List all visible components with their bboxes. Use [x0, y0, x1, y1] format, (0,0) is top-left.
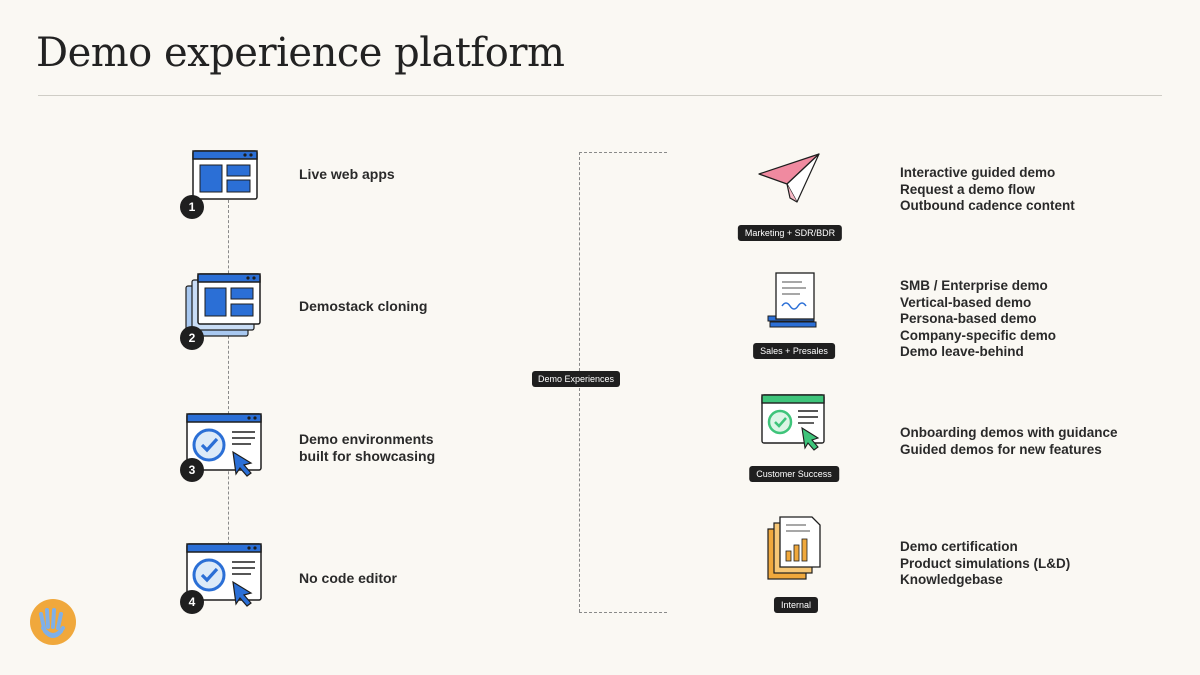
use-case-item: Demo certification [900, 539, 1018, 554]
step-number: 4 [180, 590, 204, 614]
team-badge: Customer Success [749, 466, 839, 482]
bracket-top [579, 152, 667, 153]
step-label: Live web apps [299, 166, 395, 182]
use-case-item: Demo leave-behind [900, 344, 1024, 359]
team-use-cases: Demo certification Product simulations (… [900, 539, 1070, 589]
use-case-item: Outbound cadence content [900, 198, 1075, 213]
step-label: Demo environments built for showcasing [299, 431, 436, 464]
use-case-item: Vertical-based demo [900, 294, 1032, 310]
title-divider [38, 95, 1162, 96]
team-badge: Marketing + SDR/BDR [737, 225, 843, 241]
demo-experiences-hub: Demo Experiences [532, 371, 621, 387]
use-case-item: Company-specific demo [900, 327, 1057, 343]
step-label: Demostack cloning [299, 298, 428, 314]
use-case-item: Persona-based demo [900, 311, 1037, 326]
team-use-cases: Interactive guided demo Request a demo f… [900, 165, 1075, 215]
use-case-item: Knowledgebase [900, 572, 1003, 587]
document-stack-icon [767, 272, 817, 328]
use-case-item: Interactive guided demo [900, 165, 1056, 180]
use-case-item: Guided demos for new features [900, 441, 1102, 457]
step-label: No code editor [299, 570, 398, 586]
use-case-item: Request a demo flow [900, 181, 1036, 197]
check-window-cursor-icon [761, 394, 825, 451]
step-number: 2 [180, 326, 204, 350]
team-badge: Sales + Presales [753, 343, 835, 359]
paper-plane-icon [758, 153, 820, 203]
check-cursor-window-icon [186, 413, 262, 477]
steps-connector [228, 200, 229, 590]
team-use-cases: SMB / Enterprise demo Vertical-based dem… [900, 278, 1056, 361]
step-number: 1 [180, 195, 204, 219]
cloned-windows-icon [185, 273, 261, 337]
use-case-item: Product simulations (L&D) [900, 555, 1071, 571]
team-use-cases: Onboarding demos with guidance Guided de… [900, 425, 1118, 458]
browser-window-icon [192, 150, 258, 200]
use-case-item: Onboarding demos with guidance [900, 425, 1118, 440]
check-cursor-window-icon [186, 543, 262, 607]
waving-hand-logo-icon [30, 599, 76, 645]
team-badge: Internal [773, 597, 819, 613]
report-chart-icon [767, 516, 821, 580]
bracket-bottom [579, 612, 667, 613]
page-title: Demo experience platform [36, 30, 565, 76]
use-case-item: SMB / Enterprise demo [900, 278, 1048, 293]
step-number: 3 [180, 458, 204, 482]
